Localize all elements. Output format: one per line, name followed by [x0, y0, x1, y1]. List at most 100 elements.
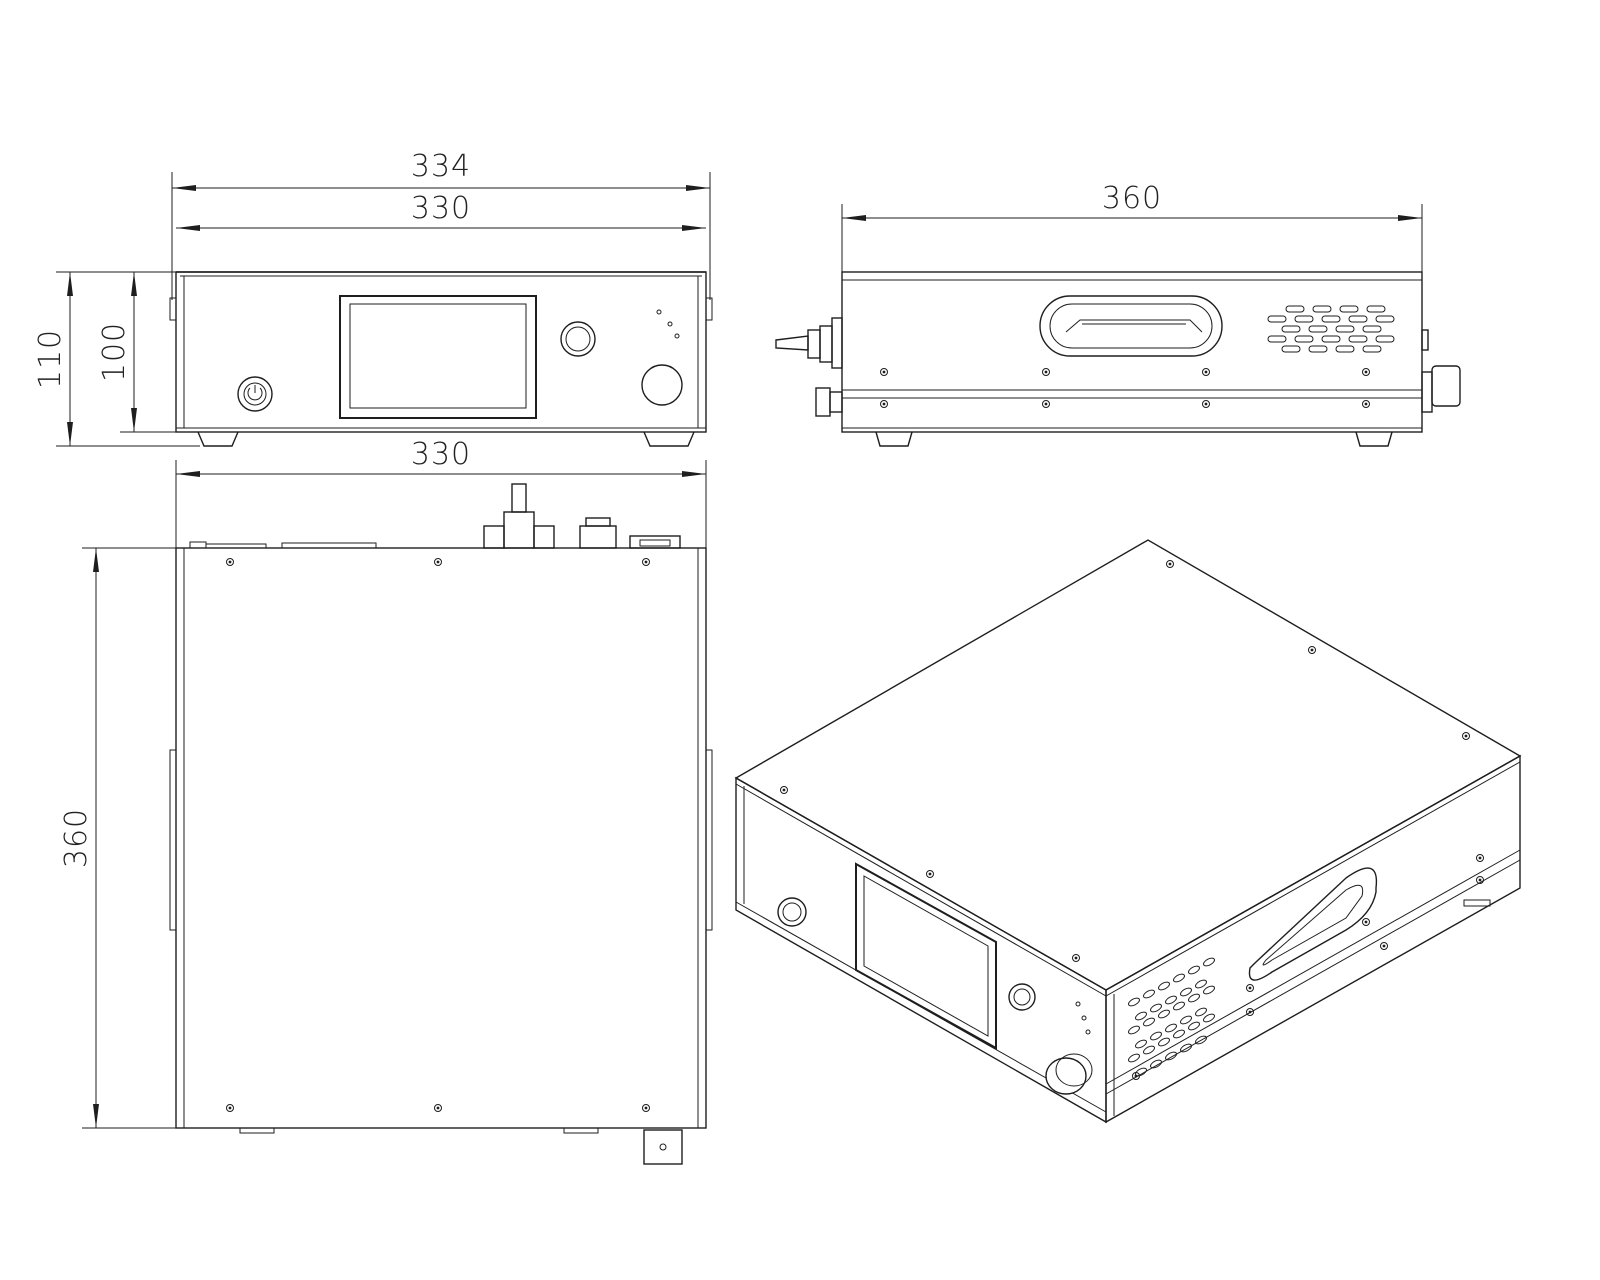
vent-slot — [1165, 1051, 1177, 1061]
vent-slot — [1366, 305, 1386, 313]
screw — [1132, 1072, 1140, 1080]
screw — [1462, 732, 1470, 740]
screw — [226, 558, 234, 566]
vent-slot — [1203, 985, 1215, 995]
vent-slot — [1294, 315, 1314, 323]
side-vents — [1267, 305, 1395, 353]
screw — [1072, 954, 1080, 962]
vent-slot — [1348, 335, 1368, 343]
screw — [642, 1104, 650, 1112]
screw — [434, 1104, 442, 1112]
vent-slot — [1158, 1009, 1170, 1019]
vent-slot — [1281, 345, 1301, 353]
dim-front-body-height: 100 — [97, 322, 132, 382]
screw — [226, 1104, 234, 1112]
vent-slot — [1203, 1013, 1215, 1023]
dim-top-depth: 360 — [59, 808, 94, 868]
vent-slot — [1335, 345, 1355, 353]
dim-front-total-height: 110 — [33, 329, 68, 389]
vent-slot — [1308, 345, 1328, 353]
vent-slot — [1308, 325, 1328, 333]
vent-slot — [1158, 981, 1170, 991]
iso-side-handle — [1248, 867, 1378, 981]
vent-slot — [1128, 1053, 1140, 1063]
front-knob — [641, 364, 683, 406]
screw — [1246, 984, 1254, 992]
vent-slot — [1143, 989, 1155, 999]
screw — [1202, 368, 1210, 376]
screw — [1362, 368, 1370, 376]
top-view: 330 360 — [59, 437, 713, 1165]
screw — [780, 786, 788, 794]
vent-slot — [1321, 315, 1341, 323]
iso-screen — [855, 862, 997, 1050]
vent-slot — [1143, 1017, 1155, 1027]
dim-front-outer-width: 334 — [411, 149, 471, 184]
vent-slot — [1285, 305, 1305, 313]
vent-slot — [1312, 305, 1332, 313]
screw — [880, 400, 888, 408]
vent-slot — [1135, 1039, 1147, 1049]
screw — [1362, 400, 1370, 408]
screw — [1380, 942, 1388, 950]
vent-slot — [1158, 1037, 1170, 1047]
vent-slot — [1188, 993, 1200, 1003]
dim-side-length: 360 — [1102, 181, 1162, 216]
screw — [1042, 368, 1050, 376]
vent-slot — [1362, 325, 1382, 333]
screw — [1308, 646, 1316, 654]
vent-slot — [1375, 315, 1395, 323]
screw — [1166, 560, 1174, 568]
dim-top-width: 330 — [411, 437, 471, 472]
vent-slot — [1188, 1021, 1200, 1031]
vent-slot — [1362, 345, 1382, 353]
vent-slot — [1294, 335, 1314, 343]
vent-slot — [1335, 325, 1355, 333]
vent-slot — [1195, 1007, 1207, 1017]
vent-slot — [1173, 1029, 1185, 1039]
screw — [642, 558, 650, 566]
vent-slot — [1348, 315, 1368, 323]
side-handle — [1039, 295, 1223, 357]
vent-slot — [1375, 335, 1395, 343]
vent-slot — [1173, 973, 1185, 983]
screw — [926, 870, 934, 878]
power-icon — [237, 376, 273, 412]
vent-slot — [1203, 957, 1215, 967]
vent-slot — [1173, 1001, 1185, 1011]
front-screen — [339, 295, 537, 419]
vent-slot — [1150, 1031, 1162, 1041]
screw — [1246, 1008, 1254, 1016]
screw — [1362, 918, 1370, 926]
screw — [434, 558, 442, 566]
vent-slot — [1165, 1023, 1177, 1033]
isometric-view — [734, 539, 1522, 1124]
screw — [1202, 400, 1210, 408]
vent-slot — [1180, 987, 1192, 997]
screw — [880, 368, 888, 376]
vent-slot — [1128, 1025, 1140, 1035]
vent-slot — [1195, 979, 1207, 989]
vent-slot — [1267, 335, 1287, 343]
vent-slot — [1267, 315, 1287, 323]
vent-slot — [1321, 335, 1341, 343]
vent-slot — [1143, 1045, 1155, 1055]
vent-slot — [1339, 305, 1359, 313]
vent-slot — [1188, 965, 1200, 975]
vent-slot — [1281, 325, 1301, 333]
vent-slot — [1135, 1011, 1147, 1021]
vent-slot — [1128, 997, 1140, 1007]
vent-slot — [1150, 1003, 1162, 1013]
screw — [1476, 876, 1484, 884]
front-view: 334 330 110 100 — [33, 149, 713, 447]
vent-slot — [1165, 995, 1177, 1005]
vent-slot — [1180, 1015, 1192, 1025]
screw — [1476, 854, 1484, 862]
vent-slot — [1195, 1035, 1207, 1045]
vent-slot — [1180, 1043, 1192, 1053]
vent-slot — [1150, 1059, 1162, 1069]
dim-front-inner-width: 330 — [411, 191, 471, 226]
side-view: 360 — [775, 181, 1461, 447]
screw — [1042, 400, 1050, 408]
